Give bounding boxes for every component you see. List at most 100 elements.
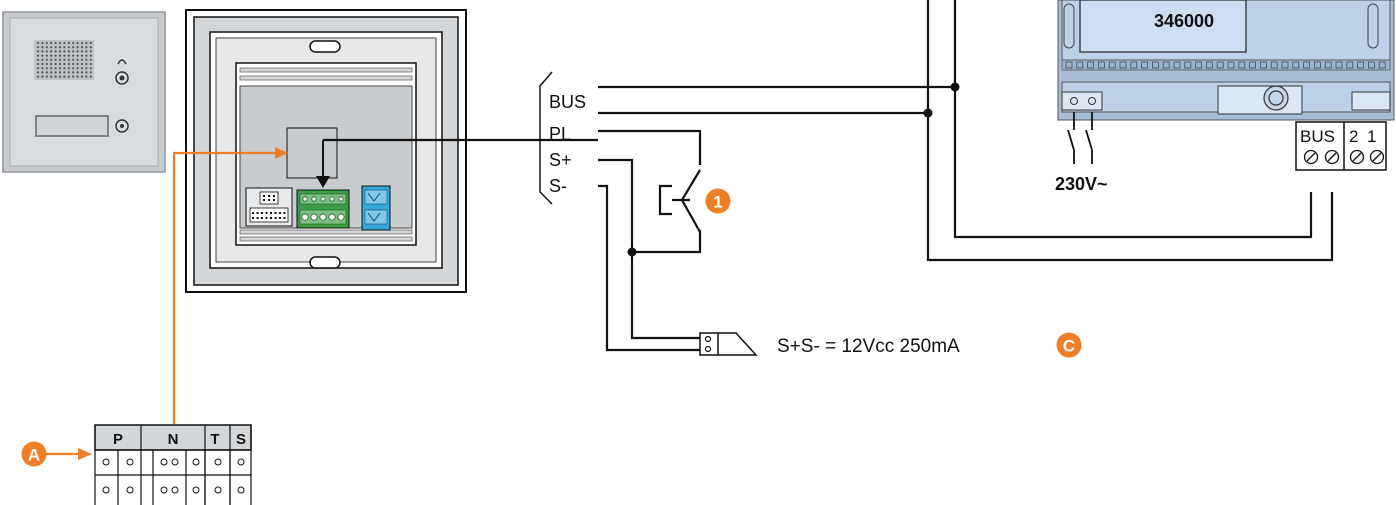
grille-hole	[58, 50, 62, 53]
camera-icon	[115, 71, 129, 85]
label-bus-terminal: BUS	[549, 92, 586, 112]
grille-hole	[41, 50, 44, 53]
socket-pin	[283, 217, 286, 219]
grille-hole	[50, 50, 53, 53]
vent-slot	[1152, 61, 1159, 69]
grille-hole	[58, 46, 62, 49]
svg-text:A: A	[28, 446, 40, 465]
screw-slot	[1327, 152, 1337, 162]
arrow-head	[78, 448, 92, 460]
grille-hole	[67, 41, 70, 45]
grille-hole	[85, 67, 88, 70]
terminal-screw	[338, 196, 344, 202]
microphone-icon	[117, 59, 127, 65]
grille-hole	[41, 67, 44, 70]
grille-hole	[80, 46, 84, 49]
grille-hole	[80, 41, 84, 45]
header-t: T	[210, 431, 219, 448]
socket-pin	[274, 212, 277, 214]
grille-hole	[36, 75, 40, 78]
socket-pin	[265, 212, 268, 214]
grille-hole	[85, 75, 88, 78]
grille-hole	[58, 71, 62, 74]
entrance-panel	[2, 11, 166, 173]
grille-hole	[58, 54, 62, 57]
grille-hole	[50, 75, 53, 78]
grille-hole	[45, 41, 48, 45]
vent-slot	[1076, 61, 1084, 69]
vent-slot	[1087, 61, 1094, 69]
socket-pin	[273, 199, 275, 201]
grille-hole	[67, 58, 70, 61]
grille-hole	[45, 58, 48, 61]
supply-model-label: 346000	[1154, 11, 1214, 31]
terminal-hole	[171, 486, 179, 494]
grille-hole	[67, 67, 70, 70]
screw-slot	[1352, 152, 1362, 162]
terminal-block-pnts	[94, 424, 252, 505]
vent-slot	[1368, 61, 1375, 69]
terminal-hole	[214, 458, 222, 466]
grille-hole	[63, 41, 66, 45]
grille-hole	[41, 54, 44, 57]
grille-hole	[76, 67, 79, 70]
grille-hole	[45, 75, 48, 78]
arrow-head	[275, 147, 288, 159]
grille-hole	[54, 67, 57, 70]
grille-hole	[41, 58, 44, 61]
marker-1: 1	[705, 188, 731, 214]
grille-hole	[80, 62, 84, 66]
grille-hole	[41, 46, 44, 49]
grille-hole	[45, 62, 48, 66]
grille-hole	[63, 71, 66, 74]
grille-hole	[76, 41, 79, 45]
marker-a: A	[21, 441, 47, 467]
socket-pin	[268, 199, 270, 201]
supply-terminal-block	[1295, 121, 1387, 171]
terminal-hole	[237, 486, 245, 494]
grille-hole	[76, 50, 79, 53]
socket-pin	[263, 199, 265, 201]
electric-lock-icon	[699, 332, 758, 356]
grille-hole	[36, 50, 40, 53]
grille-hole	[76, 75, 79, 78]
vent-slot	[1238, 61, 1246, 69]
vent-slot	[1249, 61, 1256, 69]
grille-hole	[80, 54, 84, 57]
screw-slot	[1372, 152, 1382, 162]
grille-hole	[45, 50, 48, 53]
grille-hole	[80, 75, 84, 78]
terminal-hole	[192, 486, 200, 494]
grille-hole	[50, 71, 53, 74]
vent-slot	[1108, 61, 1116, 69]
supply-bus-label: BUS	[1300, 127, 1335, 146]
socket-pin	[273, 195, 275, 197]
grille-hole	[72, 62, 75, 66]
vent-slot	[1141, 61, 1148, 69]
vent-slot	[1098, 61, 1105, 69]
grille-hole	[41, 41, 44, 45]
socket-pin	[279, 217, 281, 219]
grille-hole	[89, 41, 92, 45]
terminal-hole	[237, 458, 245, 466]
vent-slot	[1065, 61, 1073, 69]
mains-voltage-label: 230V~	[1055, 174, 1108, 194]
grille-hole	[63, 67, 66, 70]
grille-hole	[67, 46, 70, 49]
terminal-screw	[337, 213, 345, 221]
grille-hole	[36, 71, 40, 74]
grille-hole	[89, 75, 92, 78]
grille-hole	[45, 71, 48, 74]
socket-pin	[274, 217, 277, 219]
junction-dot	[627, 247, 637, 257]
grille-hole	[58, 41, 62, 45]
vent-slot	[1119, 61, 1127, 69]
terminal-screw	[329, 196, 335, 202]
grille-hole	[63, 50, 66, 53]
grille-hole	[85, 41, 88, 45]
grille-hole	[58, 67, 62, 70]
grille-hole	[67, 75, 70, 78]
terminal-bracket	[539, 71, 553, 205]
vent-slot	[1173, 61, 1181, 69]
grille-hole	[80, 58, 84, 61]
